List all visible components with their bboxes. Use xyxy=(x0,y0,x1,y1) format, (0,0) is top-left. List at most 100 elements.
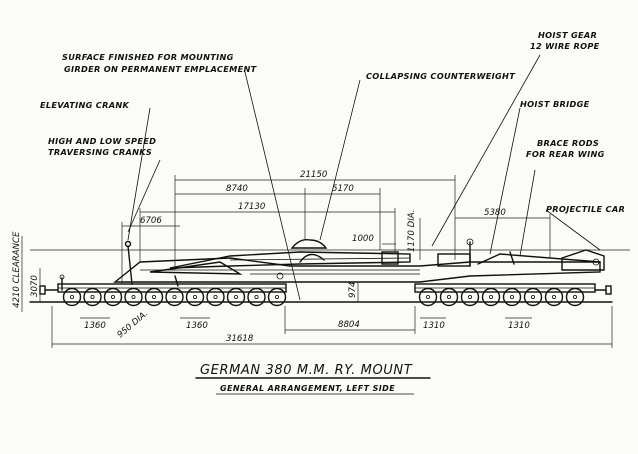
front-wheel-hub xyxy=(274,294,279,299)
gun-barrel xyxy=(169,238,411,269)
front-wheel xyxy=(124,287,143,307)
front-wheel xyxy=(267,287,287,307)
projectile-car xyxy=(561,249,605,271)
callout-hoist-gear-line1: HOIST GEAR xyxy=(538,30,597,40)
front-wheel-hub xyxy=(213,294,218,299)
front-wheel-hub xyxy=(151,294,156,299)
dim-8740: 8740 xyxy=(226,184,248,194)
svg-text:HIGH AND LOW SPEED: HIGH AND LOW SPEED xyxy=(48,136,156,146)
callout-surface-line2: GIRDER ON PERMANENT EMPLACEMENT xyxy=(64,64,258,74)
svg-text:12 WIRE ROPE: 12 WIRE ROPE xyxy=(530,41,600,51)
callout-traversing-line1: HIGH AND LOW SPEED xyxy=(48,136,156,146)
dim-4210-clearance: 4210 CLEARANCE xyxy=(12,231,22,308)
front-wheel xyxy=(144,287,164,307)
brace-rods xyxy=(477,253,601,265)
front-bolster xyxy=(149,261,243,275)
rear-truck-group xyxy=(414,283,612,307)
leader-lines xyxy=(127,54,601,301)
front-buffer-head xyxy=(39,285,46,295)
crank-assembly xyxy=(59,240,284,291)
front-wheel xyxy=(206,287,225,307)
dim-6706: 6706 xyxy=(140,216,162,226)
front-wheel-hub xyxy=(192,294,197,299)
rear-buffer-head xyxy=(605,285,612,295)
dim-17130: 17130 xyxy=(238,202,266,212)
rear-wheel xyxy=(502,287,522,307)
front-wheel xyxy=(103,287,123,307)
rear-wheel xyxy=(544,287,564,307)
front-wheel xyxy=(83,287,102,307)
callout-projectile-car: PROJECTILE CAR xyxy=(546,204,625,214)
dim-1000: 1000 xyxy=(352,234,374,244)
elevating-crank-shaft xyxy=(127,245,133,285)
elevating-crank-handle xyxy=(124,240,132,248)
callout-surface-line1: SURFACE FINISHED FOR MOUNTING xyxy=(62,52,234,62)
front-wheel-hub xyxy=(172,294,177,299)
callout-brace-rods-line2: FOR REAR WING xyxy=(526,149,605,159)
dim-1310-right: 1310 xyxy=(508,321,530,331)
dim-5380: 5380 xyxy=(484,208,506,218)
rear-wheel-hub xyxy=(446,294,451,299)
dim-3070: 3070 xyxy=(30,275,40,297)
rear-wheel-hub xyxy=(488,294,493,299)
callout-counterweight: COLLAPSING COUNTERWEIGHT xyxy=(366,71,516,81)
front-wheel xyxy=(226,287,246,307)
counterweight-cradle xyxy=(290,238,328,249)
svg-text:GIRDER ON PERMANENT EMPLACEMEN: GIRDER ON PERMANENT EMPLACEMENT xyxy=(64,64,258,74)
callout-elevating-crank: ELEVATING CRANK xyxy=(40,100,129,110)
svg-text:FOR REAR WING: FOR REAR WING xyxy=(526,149,605,159)
front-wheelset xyxy=(62,287,287,307)
rear-wheel-hub xyxy=(509,294,514,299)
callout-hoist-gear-line2: 12 WIRE ROPE xyxy=(530,41,600,51)
rear-wheelset xyxy=(418,287,585,307)
front-wheel-hub xyxy=(131,294,136,299)
rear-wheel xyxy=(460,287,480,307)
front-wheel-hub xyxy=(111,294,116,299)
rear-wheel-hub xyxy=(573,294,578,299)
front-wheel-hub xyxy=(90,294,95,299)
svg-text:BRACE RODS: BRACE RODS xyxy=(537,138,599,148)
hoist-and-projectile-car xyxy=(437,238,605,271)
callout-brace-rods-line1: BRACE RODS xyxy=(537,138,599,148)
rear-wheel xyxy=(439,287,459,307)
svg-text:TRAVERSING CRANKS: TRAVERSING CRANKS xyxy=(48,147,152,157)
drawing-title: GERMAN 380 M.M. RY. MOUNT xyxy=(200,363,413,378)
main-girder xyxy=(113,257,601,283)
rear-wheel xyxy=(565,287,585,307)
dim-1310-left: 1310 xyxy=(423,321,445,331)
dim-950-dia: 950 DIA. xyxy=(116,309,151,340)
rear-wheel-hub xyxy=(531,294,536,299)
svg-text:SURFACE FINISHED FOR MOUNTING: SURFACE FINISHED FOR MOUNTING xyxy=(62,52,234,62)
dim-21150: 21150 xyxy=(300,170,328,180)
dim-8804: 8804 xyxy=(338,320,360,330)
dim-1170-dia: 1170 DIA. xyxy=(407,209,417,252)
front-wheel xyxy=(247,287,266,307)
callout-traversing-line2: TRAVERSING CRANKS xyxy=(48,147,152,157)
dim-1360-left: 1360 xyxy=(84,321,106,331)
rear-wheel-hub xyxy=(552,294,557,299)
rear-wheel-hub xyxy=(467,294,472,299)
callout-hoist-bridge: HOIST BRIDGE xyxy=(520,99,590,109)
breech-block xyxy=(381,251,399,265)
front-wheel-hub xyxy=(233,294,238,299)
front-wheel xyxy=(165,287,184,307)
front-truck-group xyxy=(39,283,287,307)
dim-974: 974 xyxy=(348,282,358,298)
hoist-bridge-post xyxy=(509,251,515,265)
dim-1360-right: 1360 xyxy=(186,321,208,331)
rear-wheel xyxy=(418,287,438,307)
rear-wheel xyxy=(481,287,501,307)
counterweight-arm xyxy=(299,253,325,263)
dim-31618: 31618 xyxy=(226,334,254,344)
front-wheel-hub xyxy=(254,294,259,299)
dim-5170: 5170 xyxy=(332,184,354,194)
front-wheel xyxy=(185,287,205,307)
dimension-lines xyxy=(21,175,613,348)
rear-wheel-hub xyxy=(425,294,430,299)
drawing-subtitle: GENERAL ARRANGEMENT, LEFT SIDE xyxy=(220,384,395,393)
front-wheel-hub xyxy=(70,294,75,299)
svg-text:HOIST GEAR: HOIST GEAR xyxy=(538,30,597,40)
front-wheel xyxy=(62,287,82,307)
